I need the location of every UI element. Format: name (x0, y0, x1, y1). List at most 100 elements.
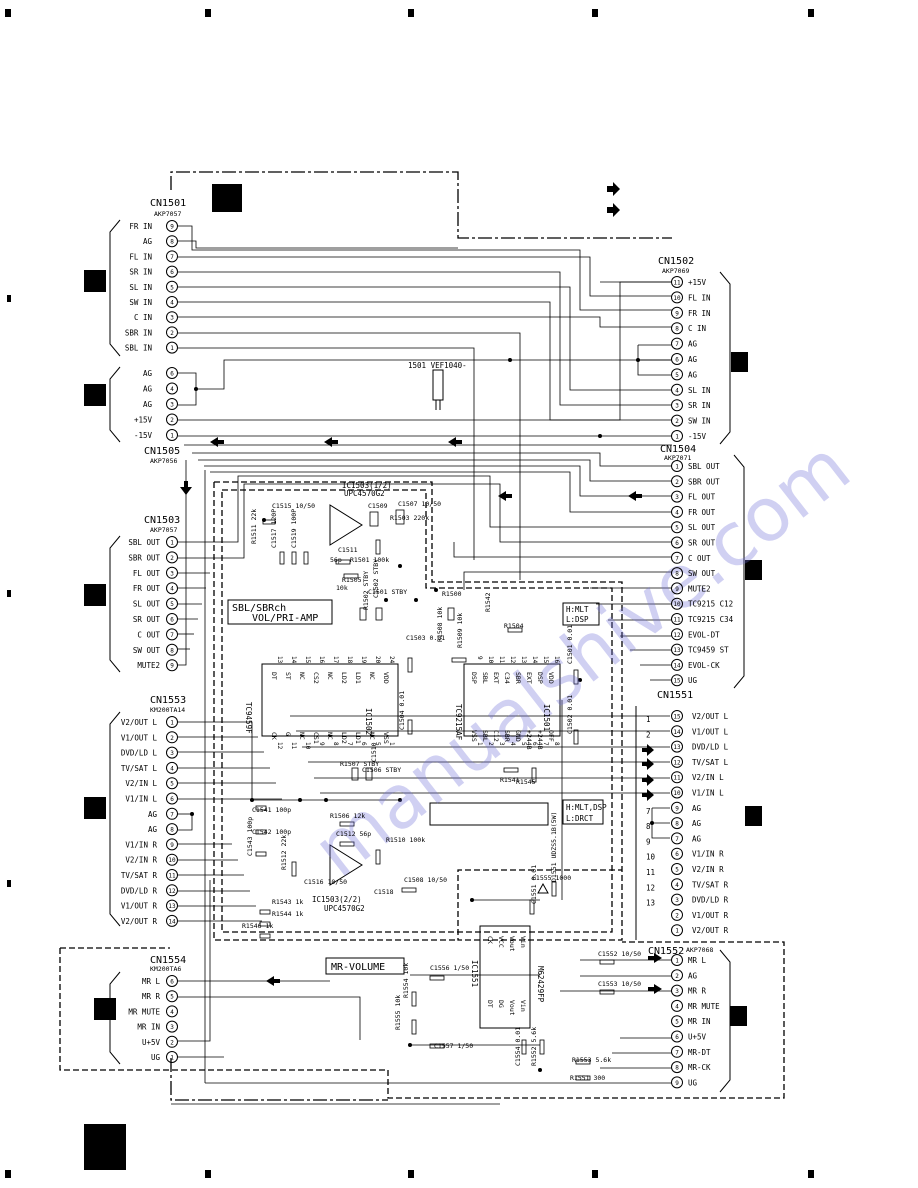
tc9459f-label: TC9459F (244, 702, 253, 734)
cn1553-part: KM200TA14 (150, 706, 185, 714)
cn1504-pin-label: SBL OUT (688, 462, 720, 471)
cn1552-pin-label: MR R (688, 987, 707, 996)
component-ref: C1512 56p (336, 830, 371, 838)
cn1504-pin-label: FL OUT (688, 493, 716, 502)
cn1552-pin-circle (671, 999, 683, 1012)
cn1553-pin-circle (166, 884, 178, 897)
cn1503-pin-number: 8 (170, 647, 174, 654)
component-ref: R1504 (504, 622, 524, 630)
cn1552-pin-number: 4 (675, 1003, 679, 1010)
component-ref: C1508 10/50 (404, 876, 447, 884)
cn1551-pin-label: AG (692, 819, 702, 828)
tc9215-pin-name: C34 (503, 672, 511, 684)
cn1501b-pin-number: 2 (170, 417, 174, 424)
cn1554-pin-circle (166, 1051, 178, 1063)
cn1551-left-number: 2 (646, 730, 651, 739)
cn1551-pin-label: V2/OUT R (692, 926, 729, 935)
ic1502-pin-number: 24 (388, 656, 395, 664)
cn1503-pin-number: 9 (170, 663, 174, 670)
ic1551-pin-name: VCC (497, 936, 505, 948)
component-ref: C1501 STBY (368, 588, 407, 596)
component-ref: R1543 1k (272, 898, 303, 906)
cn1554-part: KM200TA6 (150, 965, 181, 973)
component-ref: D1551 UDZS5.1B(5W) (550, 812, 558, 882)
cn1553-pin-circle (166, 899, 178, 912)
cn1501b-pin-label: AG (143, 385, 153, 394)
cn1553-pin-circle (166, 777, 178, 790)
cn1501b-pin-circle (166, 429, 178, 441)
ic1502-pin-number: 19 (360, 656, 367, 664)
cn1504-pin-circle (671, 460, 683, 472)
cn1501-pin-circle (166, 311, 178, 324)
ic-bodies (227, 369, 604, 1029)
cn1503-pin-label: SR OUT (133, 615, 161, 624)
cn1502-pin-number: 1 (675, 434, 679, 441)
cn1551-pin-label: TV/SAT L (692, 758, 729, 767)
component-ref: C1504 0.01 (398, 691, 406, 730)
component-ref: C1509 (368, 502, 388, 510)
ic1503b-part: UPC4570G2 (324, 904, 365, 913)
cn1551-pin-label: V2/IN R (692, 865, 724, 874)
tc9215-pin-number: 16 (553, 656, 560, 664)
component-ref: R1501 100k (350, 556, 389, 564)
cn1501b-pin-label: AG (143, 369, 153, 378)
cn1504-part: AKP7071 (664, 454, 691, 462)
tc9215-pin-number: 8 (553, 742, 560, 746)
hmlt-label: H:MLT (566, 605, 589, 614)
cn1551-pin-circle (671, 863, 683, 875)
cn1554-pin-circle (166, 990, 178, 1003)
board-boundary (59, 171, 785, 1105)
cn1551-pin-circle (671, 908, 683, 921)
component-ref: C1503 0.01 (406, 634, 445, 642)
cn1553-pin-number: 13 (168, 903, 176, 910)
cn1502-pin-circle (671, 291, 683, 304)
junction-dots (190, 358, 654, 1072)
cn1553-pin-label: TV/SAT R (121, 871, 158, 880)
cn1502-ref: CN1502 (658, 256, 694, 267)
cn1553-pin-label: DVD/LD L (121, 749, 158, 758)
component-ref: C1543 100p (246, 817, 254, 856)
tc9215-pin-name: GND (514, 730, 522, 742)
component-ref: R1511 22k (250, 509, 258, 544)
ic1503b-ref: IC1503(2/2) (312, 895, 362, 904)
cn1501b-pin-number: 4 (170, 386, 174, 393)
component-ref: R1502 STBY (362, 571, 370, 610)
cn1551-left-number: 13 (646, 899, 655, 908)
cn1552-pin-circle (671, 1045, 683, 1058)
ic1502-pin-name: ST (284, 672, 292, 680)
cn1551-left-number: 3 (646, 746, 651, 755)
cn1504-pin-circle (671, 582, 683, 595)
cn1554-pin-number: 6 (170, 979, 174, 986)
cn1552-pin-circle (671, 1076, 683, 1089)
component-ref: 56p (330, 556, 342, 564)
cn1503-pin-number: 2 (170, 555, 174, 562)
cn1504-pin-label: EVOL-DT (688, 630, 720, 639)
component-ref: 10k (336, 584, 348, 592)
cn1554-pin-circle (166, 1005, 178, 1018)
cn1504-pin-circle (671, 490, 683, 503)
cn1501-pin-number: 5 (170, 284, 174, 291)
ic1502-pin-name: CS2 (312, 672, 320, 684)
cn1501-pin-number: 8 (170, 239, 174, 246)
m62429fp-label: M62429FP (536, 966, 545, 1003)
cn1501b-pin-number: 1 (170, 433, 174, 440)
ic1551-pin-name: CK (486, 936, 494, 944)
cn1504-pin-number: 2 (675, 479, 679, 486)
cn1551-pin-label: DVD/LD R (692, 896, 729, 905)
cn1501b-pin-label: -15V (134, 431, 153, 440)
component-ref: C1541 100p (252, 806, 291, 814)
cn1551-pin-number: 13 (673, 744, 681, 751)
cn1504-pin-circle (671, 551, 683, 564)
cn1503-pin-number: 6 (170, 617, 174, 624)
cn1551-left-number: 4 (646, 761, 651, 770)
sbl-block-label: SBL/SBRch (232, 603, 286, 614)
cn1554-pin-number: 3 (170, 1024, 174, 1031)
component-ref: R1507 STBY (340, 760, 379, 768)
cn1552-pin-number: 1 (675, 958, 679, 965)
cn1501-ref: CN1501 (150, 198, 186, 209)
component-ref: R1506 12k (330, 812, 365, 820)
tc9215-pin-name: SBL (481, 730, 489, 742)
cn1504-pin-label: C OUT (688, 554, 711, 563)
component-ref: R1510 100k (386, 836, 425, 844)
cn1504-pin-circle (671, 597, 683, 610)
